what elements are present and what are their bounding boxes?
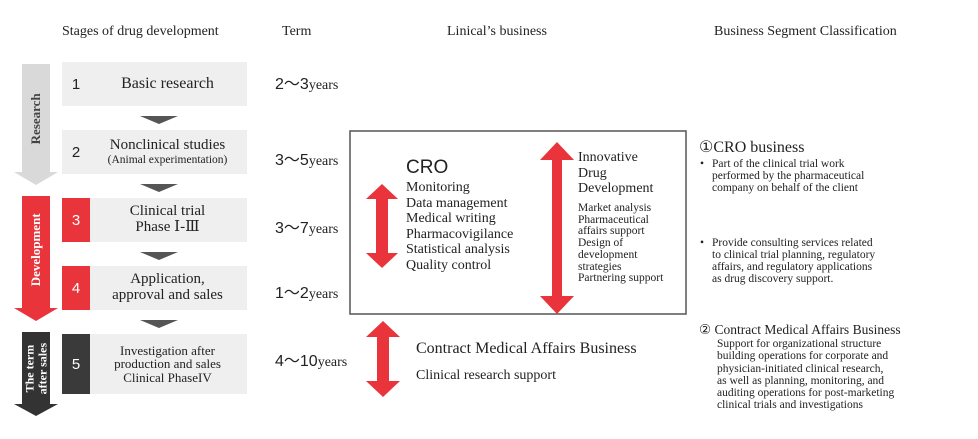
stage-4: 4 Application, approval and sales [62,266,247,310]
innovative-title: Innovative Drug Development [578,150,654,196]
term-3: 3～7years [275,220,339,237]
development-phase-arrow [14,196,58,321]
innovative-item: development [578,248,638,261]
cro-item: Data management [406,195,508,211]
term-1: 2～3years [275,76,339,93]
innovative-item: affairs support [578,225,645,238]
cro-double-arrow [366,184,398,268]
stage-title: Nonclinical studies [109,137,226,154]
stage-1: 1 Basic research [62,62,247,106]
stage-number: 4 [62,266,90,310]
stage-3: 3 Clinical trial Phase Ⅰ-Ⅲ [62,198,247,242]
segment-cro-bullet-2: Provide consulting services related to c… [700,237,978,285]
after-sales-phase-arrow [14,332,58,416]
term-2: 3～5years [275,152,339,169]
stage-chevron-2 [140,184,178,192]
research-phase-arrow [14,64,58,185]
innovative-item: Pharmaceutical [578,213,649,226]
stage-label: Application, approval and sales [92,266,243,310]
stage-label: Nonclinical studies (Animal experimentat… [92,130,243,174]
stage-subtitle: (Animal experimentation) [107,153,228,166]
stage-subtitle-2: Clinical PhaseIV [123,369,212,385]
term-4: 1～2years [275,285,339,302]
term-5: 4～10years [275,353,348,370]
phase-label-development: Development [28,213,44,287]
stage-chevron-3 [140,252,178,260]
header-business: Linical’s business [447,24,547,39]
innovative-items: Market analysis Pharmaceutical affairs s… [578,202,664,285]
stage-subtitle: production and sales [114,356,221,372]
stage-title: Application, [130,271,205,288]
cma-title: Contract Medical Affairs Business [416,340,637,357]
header-stages: Stages of drug development [62,24,219,39]
phase-label-research: Research [28,93,44,145]
cro-items: Monitoring Data management Medical writi… [406,180,513,274]
business-box [349,130,687,315]
stage-number: 5 [62,334,90,394]
innovative-item: Market analysis [578,202,652,214]
header-segment: Business Segment Classification [714,24,897,39]
stage-title: Clinical trial [129,203,206,220]
cro-item: Monitoring [406,180,470,195]
stage-chevron-1 [140,116,178,124]
cma-item: Clinical research support [416,368,556,383]
stage-subtitle: approval and sales [112,287,223,303]
cma-double-arrow [366,321,400,397]
cro-item: Medical writing [406,211,496,227]
segment-cro-bullet-1: Part of the clinical trial work performe… [700,158,978,194]
stage-number: 2 [71,143,81,161]
stage-label: Investigation after production and sales… [92,334,243,394]
stage-title: Investigation after [120,342,215,358]
segment-cro-title: ①CRO business [699,139,805,156]
cro-item: Pharmacovigilance [406,226,514,242]
stage-number: 1 [71,75,81,93]
stage-chevron-4 [140,320,178,328]
innovative-item: Partnering support [578,272,664,285]
innovative-item: Design of [578,237,624,250]
segment-cma-description: Support for organizational structure bui… [717,338,895,412]
cro-item: Statistical analysis [406,242,510,258]
stage-2: 2 Nonclinical studies (Animal experiment… [62,130,247,174]
stage-5: 5 Investigation after production and sal… [62,334,247,394]
stage-title: Basic research [121,74,214,92]
innovative-item: strategies [578,260,622,273]
cro-item: Quality control [406,257,492,273]
stage-label: Clinical trial Phase Ⅰ-Ⅲ [92,198,243,242]
segment-cma-title: ② Contract Medical Affairs Business [699,322,901,337]
phase-label-after-sales: The term after sales [22,342,49,395]
stage-number: 3 [62,198,90,242]
innovative-double-arrow [540,142,574,314]
header-term: Term [282,24,312,39]
stage-subtitle: Phase Ⅰ-Ⅲ [135,219,200,235]
cro-title: CRO [406,157,449,178]
